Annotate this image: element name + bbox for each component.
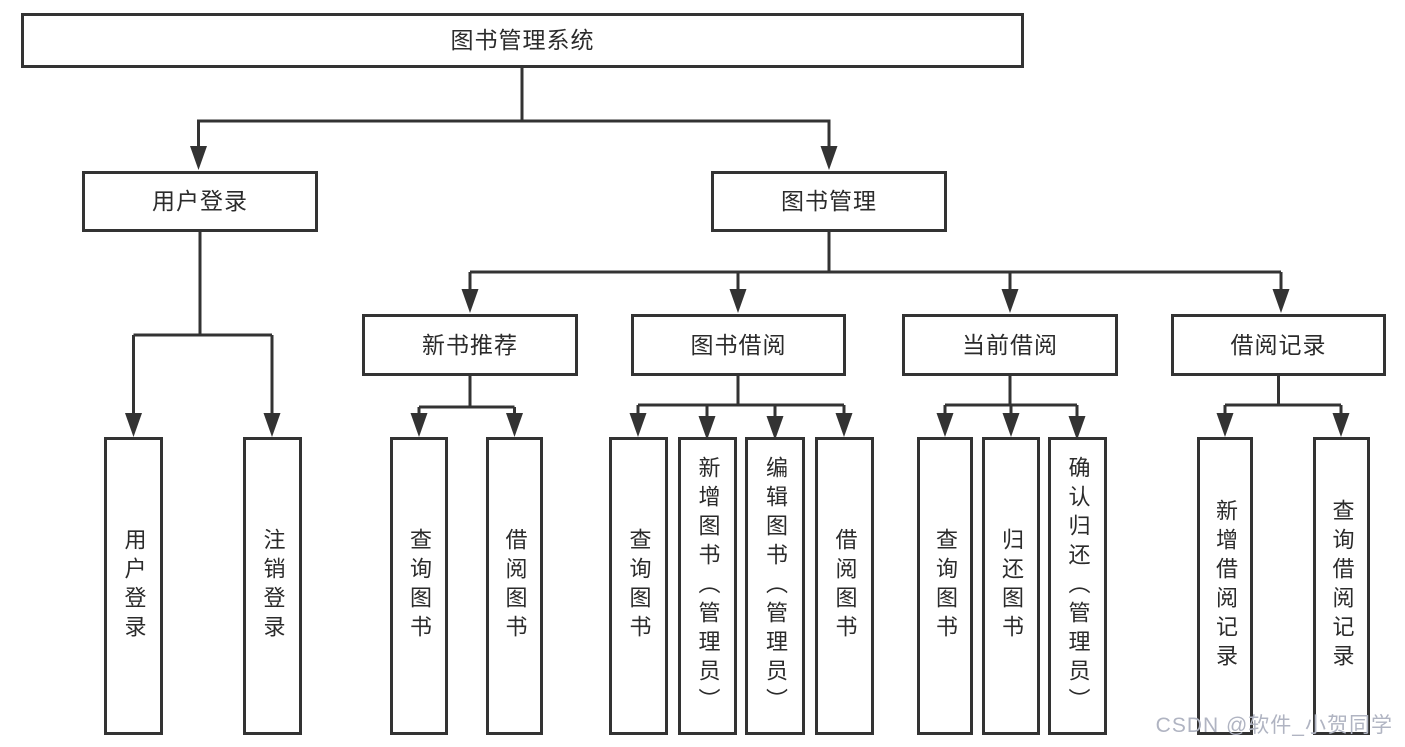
arrowhead [461, 289, 479, 313]
leaf-query-books-3: 查询图书 [917, 437, 973, 735]
leaf-return-books: 归还图书 [982, 437, 1040, 735]
connector-current-borrow-rail [943, 376, 1079, 416]
leaf-user-login: 用户登录 [104, 437, 163, 735]
leaf-confirm-return-admin: 确认归还（管理员） [1048, 437, 1107, 735]
csdn-watermark: CSDN @软件_小贺同学 [1155, 714, 1393, 737]
arrowhead [835, 413, 853, 437]
node-current-borrow: 当前借阅 [902, 314, 1118, 376]
leaf-add-books-admin: 新增图书（管理员） [678, 437, 737, 735]
arrowhead [1272, 289, 1290, 313]
arrowhead [1001, 289, 1019, 313]
leaf-query-books-1: 查询图书 [390, 437, 448, 735]
arrowhead [263, 413, 281, 437]
arrowhead [936, 413, 954, 437]
connector-new-rec-rail [417, 376, 516, 416]
leaf-edit-books-admin: 编辑图书（管理员） [745, 437, 805, 735]
node-new-book-recommend: 新书推荐 [362, 314, 578, 376]
leaf-borrow-books-1: 借阅图书 [486, 437, 543, 735]
arrowhead [1002, 413, 1020, 437]
connector-book-mgmt-rail [468, 232, 1283, 290]
arrowhead [506, 413, 523, 437]
arrowhead [729, 289, 747, 313]
leaf-query-borrow-record: 查询借阅记录 [1313, 437, 1370, 735]
connector-root-rail [197, 68, 831, 148]
leaf-add-borrow-record: 新增借阅记录 [1197, 437, 1253, 735]
arrowhead [125, 413, 142, 437]
leaf-borrow-books-2: 借阅图书 [815, 437, 874, 735]
connector-user-login-rail [132, 232, 274, 416]
arrowhead [410, 413, 428, 437]
arrowhead [1332, 413, 1350, 437]
node-user-login: 用户登录 [82, 171, 318, 232]
connector-book-borrow-rail [636, 376, 846, 416]
node-book-management: 图书管理 [711, 171, 947, 232]
connector-borrow-records-rail [1223, 376, 1343, 416]
node-borrow-records: 借阅记录 [1171, 314, 1386, 376]
leaf-query-books-2: 查询图书 [609, 437, 668, 735]
node-root: 图书管理系统 [21, 13, 1024, 68]
node-book-borrow: 图书借阅 [631, 314, 846, 376]
arrowhead [820, 146, 838, 170]
leaf-logout: 注销登录 [243, 437, 302, 735]
arrowhead [1216, 413, 1234, 437]
arrowhead [629, 413, 647, 437]
arrowhead [190, 146, 207, 170]
